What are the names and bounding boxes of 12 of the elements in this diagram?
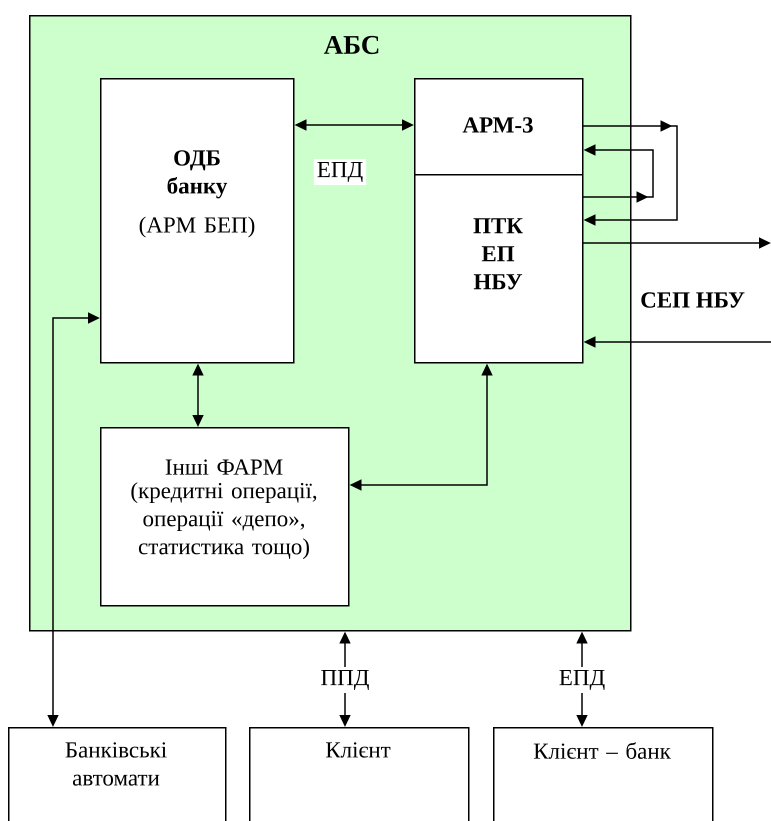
edge-label: ЕПД	[556, 667, 608, 693]
arrow	[584, 120, 678, 226]
system-label: СЕП НБУ	[641, 292, 744, 308]
process-box: ПТК ЕП НБУ	[414, 174, 584, 364]
external-box: Банківські автомати	[8, 727, 226, 821]
edge-label: ППД	[318, 667, 372, 693]
edge-label: ЕПД	[314, 159, 366, 185]
external-box: Клієнт – банк	[493, 727, 714, 821]
external-box: Клієнт	[249, 727, 470, 821]
process-box: АРМ-3	[414, 78, 584, 176]
process-box: Інші ФАРМ (кредитні операції, операції «депо», статистика тощо)	[100, 427, 350, 606]
process-box: ОДБ банку (АРМ БЕП)	[100, 78, 294, 364]
